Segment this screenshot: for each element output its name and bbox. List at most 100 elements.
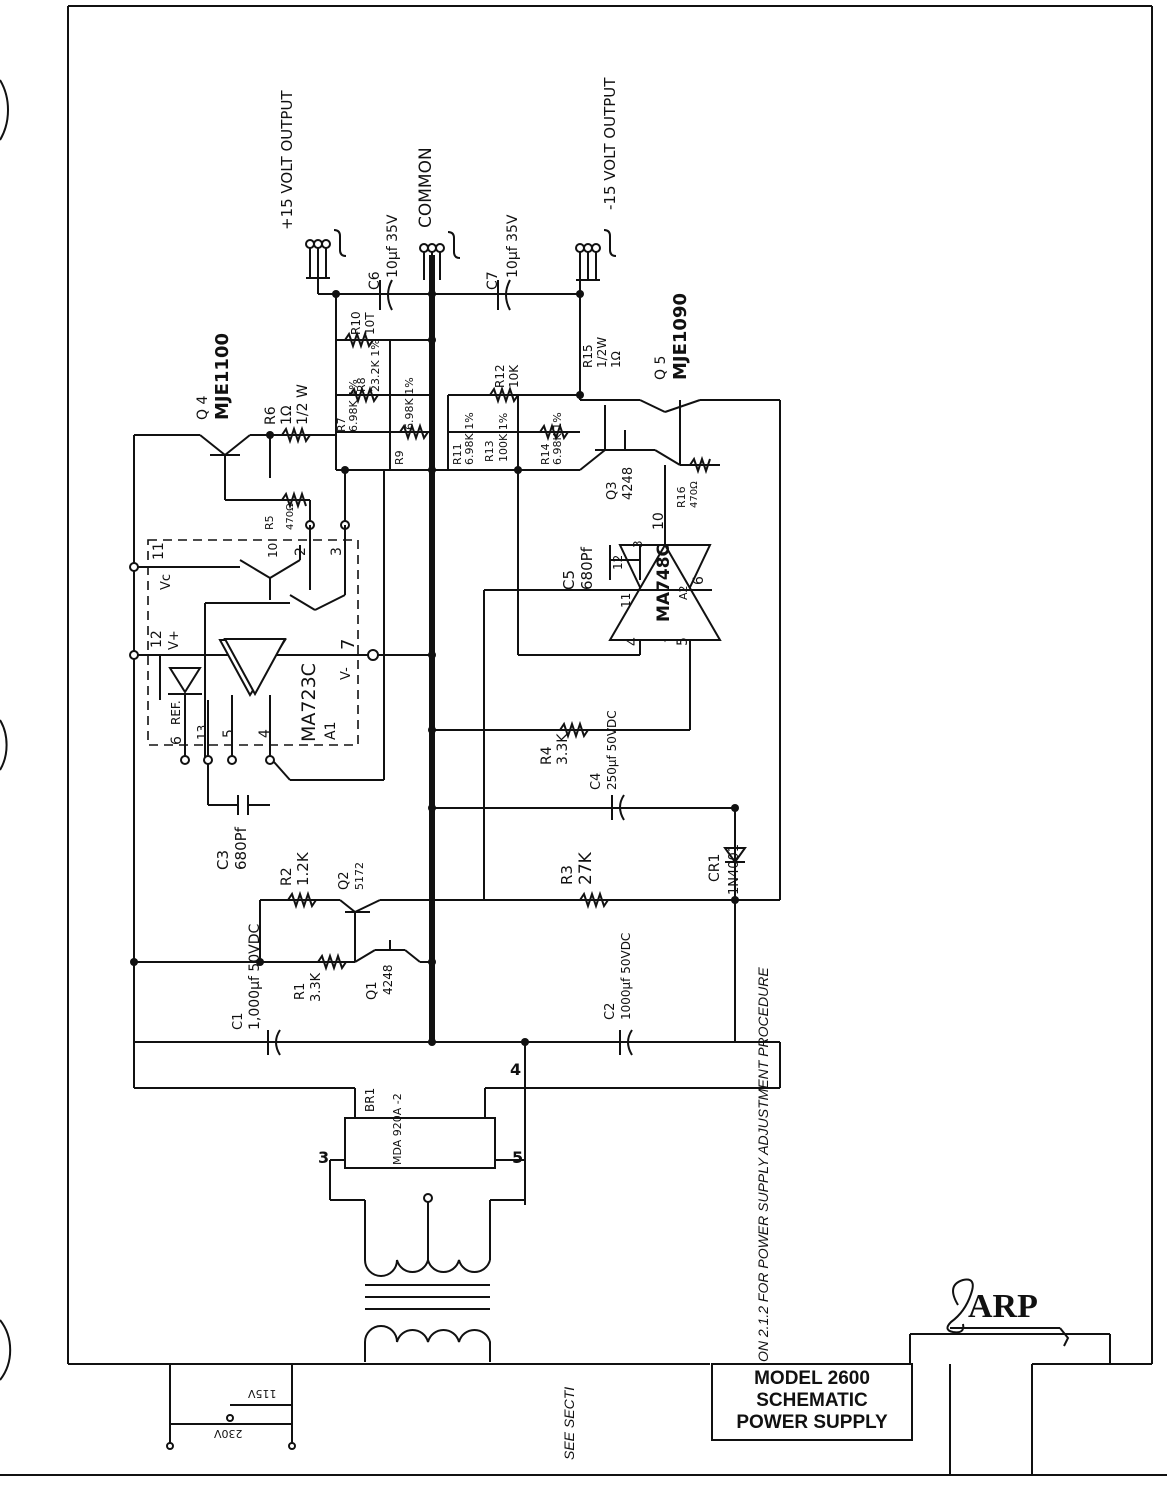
line-voltage-selector — [166, 1364, 296, 1450]
r4-value: 3.3K — [555, 733, 571, 765]
a1-label-vc: Vc — [159, 573, 174, 590]
q5-ref: Q 5 — [653, 355, 669, 380]
r5-ref: R5 — [263, 515, 276, 530]
c3-ref: C3 — [214, 849, 232, 870]
q3-transistor — [579, 405, 681, 545]
adjustment-note: ON 2.1.2 FOR POWER SUPPLY ADJUSTMENT PRO… — [755, 967, 771, 1362]
a2-pin-3: 3 — [631, 540, 645, 548]
voltage-230: 230V — [214, 1427, 243, 1440]
a1-pin-3: 3 — [329, 547, 345, 556]
q3-ref: Q3 — [605, 481, 620, 500]
r11-value: 6.98K 1% — [463, 412, 476, 465]
a1-label-vminus: V- — [339, 667, 354, 680]
r3-ref: R3 — [558, 865, 576, 885]
q4-part: MJE1100 — [212, 332, 233, 420]
c7-ref: C7 — [485, 271, 501, 290]
q1-part: 4248 — [381, 964, 395, 995]
c5-value: 680Pf — [578, 547, 596, 590]
a2-pin-10: 10 — [651, 512, 667, 530]
cr1-diode — [723, 804, 747, 1042]
a2-pin-4: 4 — [625, 637, 641, 646]
a1-pin-12: 12 — [149, 630, 165, 648]
a1-pin-10: 10 — [266, 542, 280, 558]
a2-pin-5: 5 — [675, 637, 691, 646]
a2-pin-6: 6 — [691, 576, 707, 585]
r2-value: 1.2K — [294, 852, 312, 886]
a1-internals — [129, 470, 436, 815]
r13-ref: R13 — [483, 440, 496, 462]
r13-value: 100K 1% — [497, 412, 510, 462]
cr1-part: 1N4001 — [727, 843, 742, 895]
r15-value: 1Ω — [609, 351, 623, 368]
q4-ref: Q 4 — [195, 395, 211, 420]
q5-part: MJE1090 — [670, 292, 691, 380]
cr1-ref: CR1 — [707, 853, 723, 882]
r12-ref: R12 — [493, 364, 507, 388]
c3-value: 680Pf — [232, 827, 250, 870]
c6-ref: C6 — [367, 271, 383, 290]
r5-value: 470Ω — [285, 503, 296, 530]
r11-ref: R11 — [451, 443, 464, 465]
a1-pin-4: 4 — [257, 729, 273, 738]
logo-text: ARP — [968, 1288, 1038, 1325]
c6-capacitor — [379, 279, 393, 311]
r14-value: 6.98K 1% — [551, 412, 564, 465]
r6-value: 1Ω — [279, 405, 295, 425]
br1-part: MDA 920A -2 — [391, 1093, 404, 1165]
title-model: MODEL 2600 — [754, 1368, 870, 1389]
arp-logo — [946, 1278, 1070, 1347]
q2-part: 5172 — [353, 862, 366, 890]
binder-holes — [0, 79, 12, 1381]
r12-value: 10K — [507, 364, 521, 388]
r7-ref: R7 — [335, 417, 348, 432]
a2-pin-11: 11 — [619, 592, 633, 608]
c4-ref: C4 — [589, 772, 604, 790]
voltage-115: 115V — [248, 1387, 277, 1400]
title-schematic: SCHEMATIC — [756, 1390, 868, 1411]
c2-value: 1000µf 50VDC — [619, 932, 633, 1020]
a1-pin-5: 5 — [221, 729, 237, 738]
a1-pin-2: 2 — [293, 547, 309, 556]
see-section-note: SEE SECTI — [561, 1386, 577, 1460]
a1-pin-13: 13 — [195, 724, 209, 740]
a1-ref: A1 — [323, 721, 339, 740]
r10-value: 10T — [363, 312, 377, 335]
feedback-network — [332, 290, 640, 656]
q2-ref: Q2 — [337, 871, 352, 890]
a1-part: MA723C — [298, 663, 320, 742]
r6-power: 1/2 W — [295, 384, 311, 425]
r9-ref: R9 — [393, 450, 406, 465]
a1-label-ref: REF. — [169, 700, 183, 725]
connector-3: 3 — [318, 1148, 330, 1167]
r15-power: 1/2W — [595, 336, 609, 368]
connector-5: 5 — [512, 1148, 524, 1167]
a1-pin-11: 11 — [151, 542, 167, 560]
c7-capacitor — [497, 279, 511, 311]
a1-label-vplus: V+ — [167, 630, 182, 650]
r14-ref: R14 — [539, 443, 552, 465]
a2-ref: A2 — [677, 585, 690, 600]
r1-value: 3.3K — [309, 972, 324, 1002]
r3-resistor — [380, 890, 780, 910]
a2-pin-12: 12 — [611, 554, 625, 570]
transformer — [330, 1193, 525, 1362]
output-terminals — [305, 229, 617, 400]
r2-ref: R2 — [279, 867, 295, 886]
title-power-supply: POWER SUPPLY — [736, 1412, 888, 1433]
q3-part: 4248 — [621, 466, 636, 500]
r8-ref: R8 — [355, 377, 368, 392]
a1-pin-7: 7 — [338, 638, 359, 650]
a1-package-outline — [147, 539, 359, 746]
q1-ref: Q1 — [365, 981, 380, 1000]
a1-pin-6: 6 — [169, 736, 185, 745]
r8-value: 23.2K 1% — [369, 339, 382, 392]
q4-transistor — [133, 425, 336, 1088]
page-frame — [0, 5, 1167, 1476]
r6-ref: R6 — [263, 406, 279, 425]
r3-value: 27K — [576, 852, 596, 885]
r16-ref: R16 — [675, 486, 688, 508]
pos-output-label: +15 VOLT OUTPUT — [278, 90, 296, 230]
c1-value: 1,000µf 50VDC — [247, 923, 263, 1030]
r4-ref: R4 — [539, 746, 555, 765]
